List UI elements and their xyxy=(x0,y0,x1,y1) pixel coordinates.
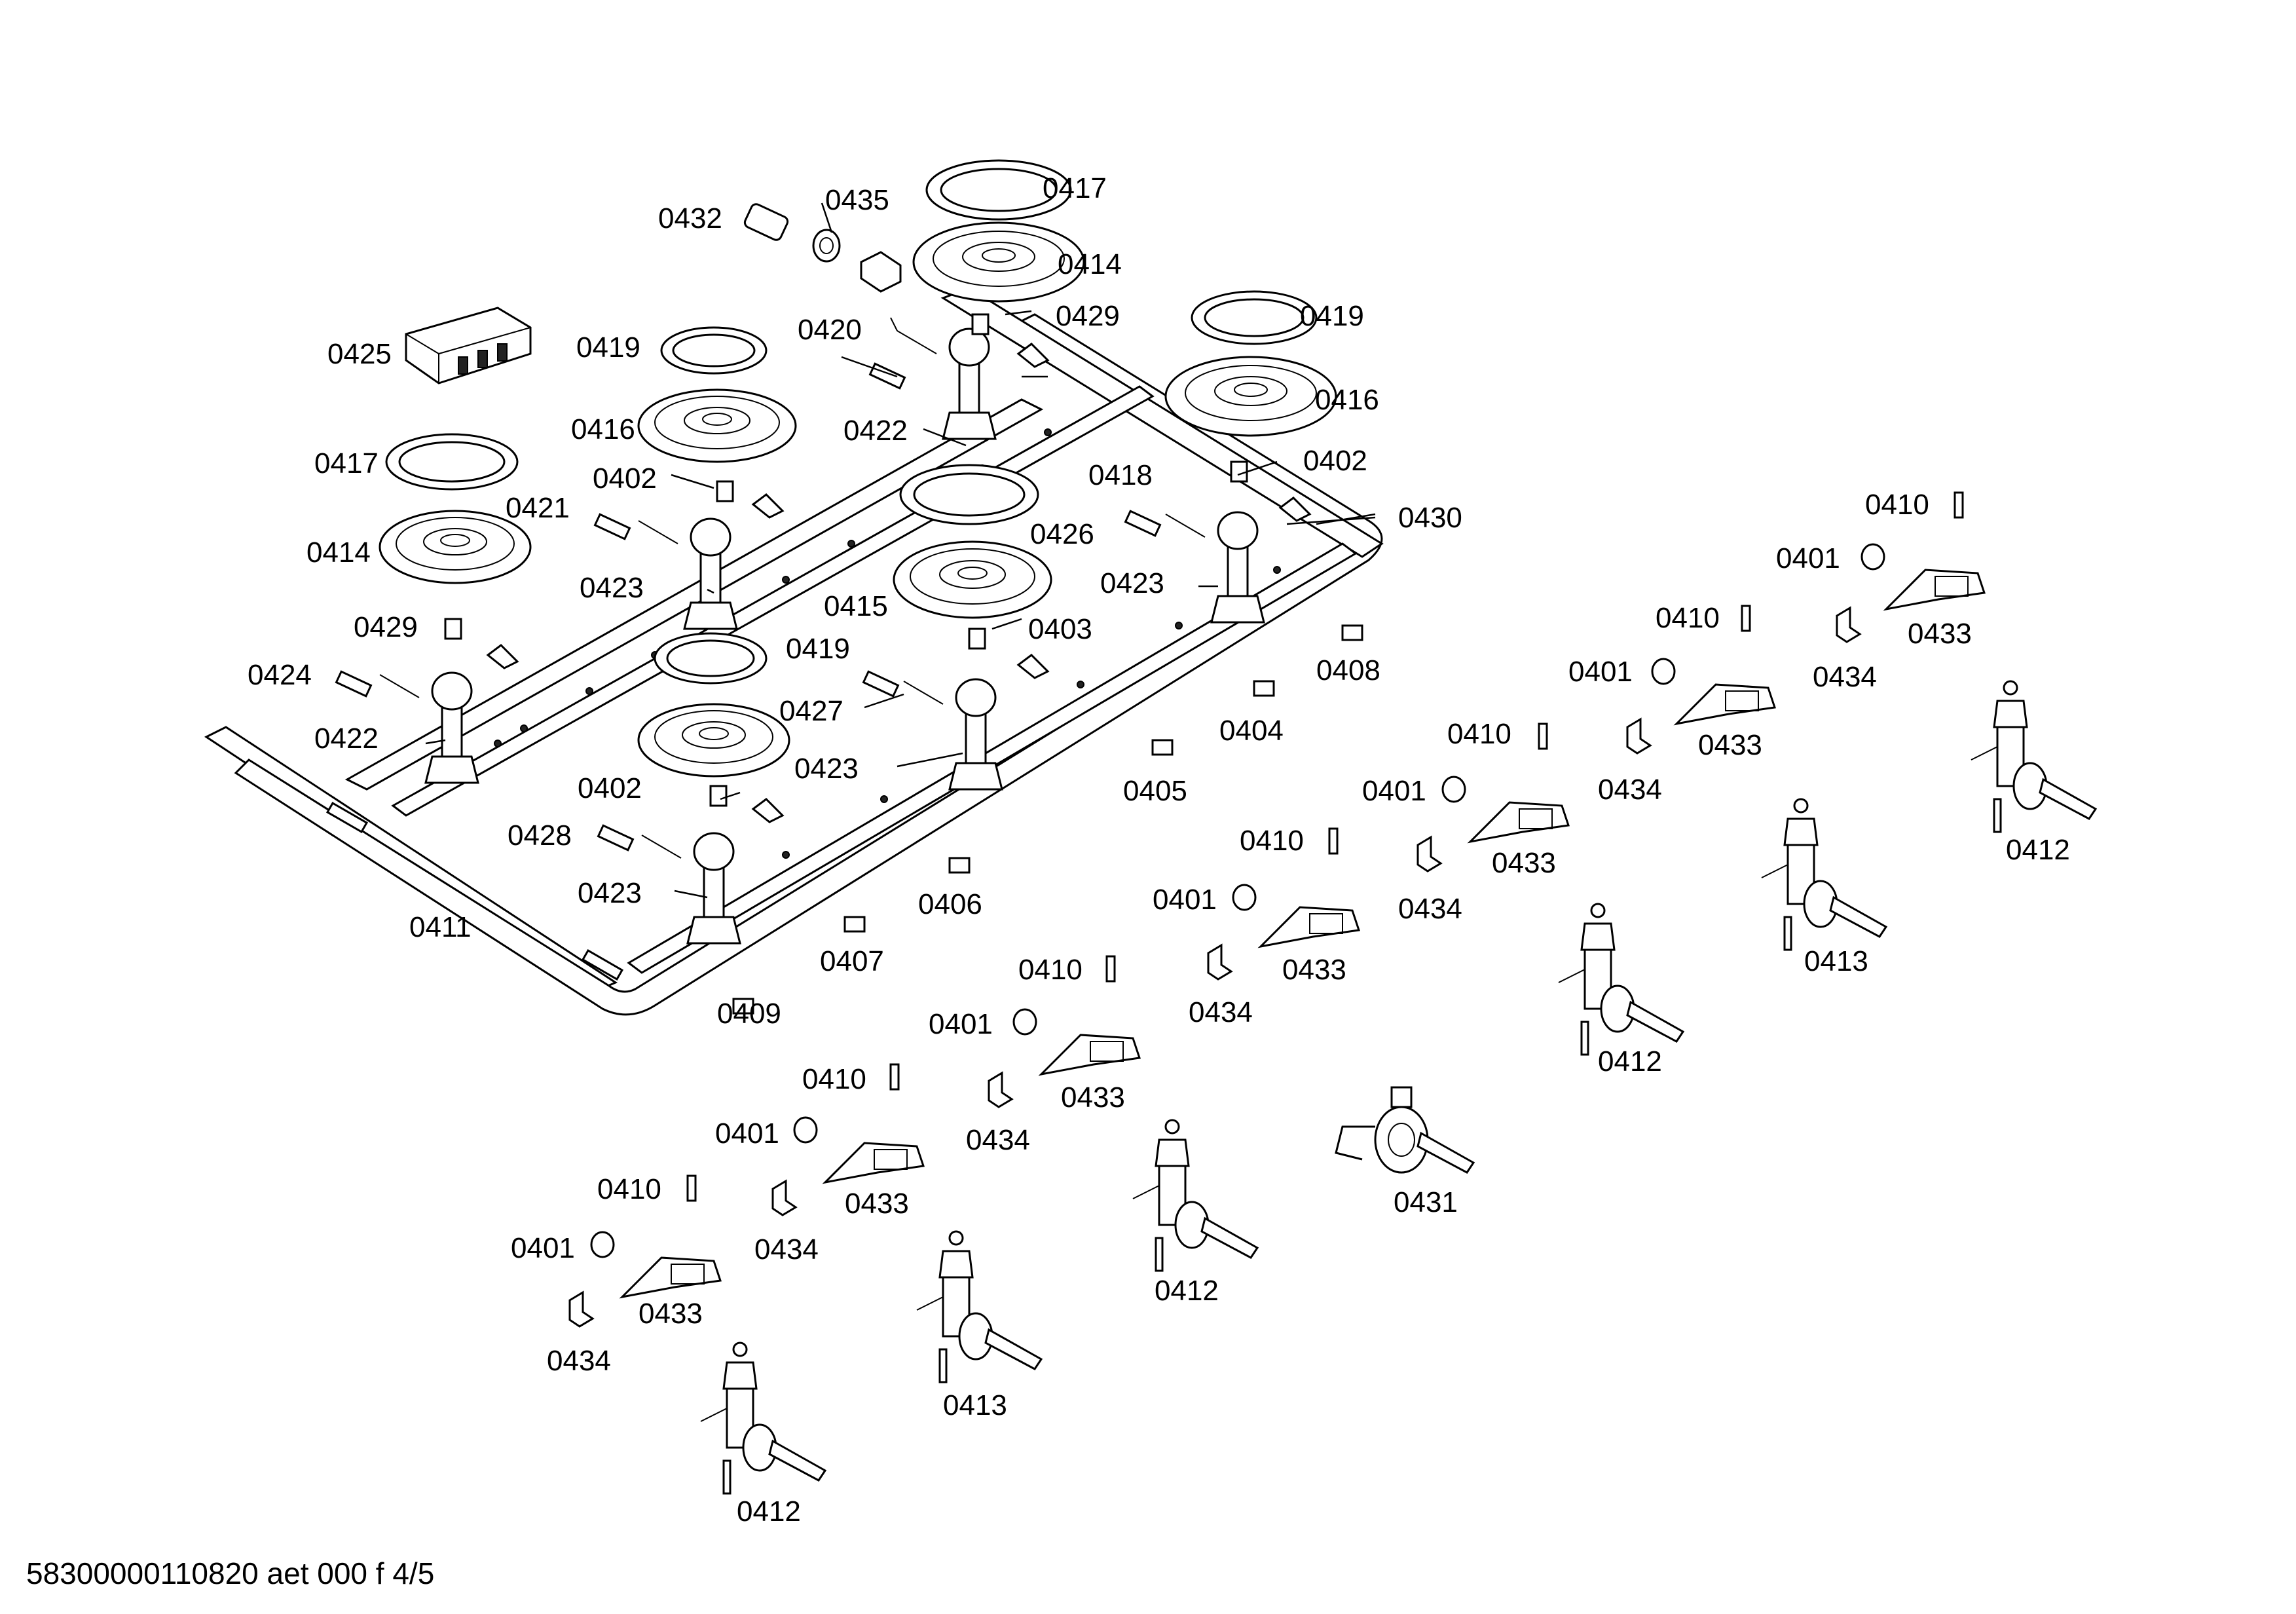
part-label: 0429 xyxy=(354,611,418,643)
part-label: 0410 xyxy=(1447,718,1511,750)
part-label: 0431 xyxy=(1394,1186,1458,1218)
part-label: 0401 xyxy=(1776,542,1840,574)
part-label: 0422 xyxy=(314,723,379,755)
part-label: 0413 xyxy=(943,1389,1007,1421)
part-label: 0433 xyxy=(1908,618,1972,650)
part-label: 0401 xyxy=(929,1008,993,1040)
part-label: 0423 xyxy=(794,753,859,785)
part-label: 0404 xyxy=(1219,715,1284,747)
part-label: 0410 xyxy=(802,1063,866,1095)
brackets xyxy=(619,569,1986,1299)
part-label: 0413 xyxy=(1804,945,1868,977)
part-label: 0425 xyxy=(327,338,392,370)
part-label: 0412 xyxy=(1598,1045,1662,1078)
part-label: 0429 xyxy=(1056,300,1120,332)
part-label: 0434 xyxy=(754,1233,819,1266)
part-label: 0422 xyxy=(843,415,908,447)
part-label: 0434 xyxy=(1189,996,1253,1028)
part-label: 0426 xyxy=(1030,518,1094,550)
part-label: 0417 xyxy=(1043,172,1107,204)
part-label: 0410 xyxy=(1656,602,1720,634)
part-label: 0433 xyxy=(1061,1081,1125,1114)
part-label: 0403 xyxy=(1028,613,1092,645)
part-label: 0420 xyxy=(798,314,862,346)
frame-clips xyxy=(325,624,1363,1015)
part-label: 0412 xyxy=(737,1495,801,1528)
part-label: 0434 xyxy=(1598,774,1662,806)
part-label: 0417 xyxy=(314,447,379,479)
part-label: 0411 xyxy=(409,911,472,943)
part-label: 0401 xyxy=(715,1117,779,1150)
part-label: 0418 xyxy=(1088,459,1153,491)
screws xyxy=(686,491,1964,1202)
part-label: 0401 xyxy=(511,1232,575,1264)
part-label: 0419 xyxy=(1300,300,1364,332)
gas-valves xyxy=(700,680,2098,1495)
part-label: 0414 xyxy=(1058,248,1122,280)
part-label: 0410 xyxy=(1018,954,1083,986)
part-label: 0419 xyxy=(786,633,850,665)
part-label: 0433 xyxy=(1698,729,1762,761)
part-label: 0412 xyxy=(1155,1275,1219,1307)
part-label: 0423 xyxy=(1100,567,1164,599)
burner-bodies xyxy=(335,313,1265,945)
part-label: 0432 xyxy=(658,202,722,235)
part-label: 0424 xyxy=(248,659,312,691)
part-label: 0416 xyxy=(571,413,635,445)
part-label: 0402 xyxy=(1303,445,1367,477)
part-label: 0402 xyxy=(578,772,642,804)
valve-assemblies xyxy=(568,491,2098,1495)
part-label: 0415 xyxy=(824,590,888,622)
part-label: 0434 xyxy=(547,1345,611,1377)
part-label: 0401 xyxy=(1568,656,1633,688)
part-label: 0421 xyxy=(506,492,570,524)
part-label: 0433 xyxy=(1492,847,1556,879)
part-label: 0433 xyxy=(845,1188,909,1220)
part-label: 0427 xyxy=(779,695,843,727)
part-label: 0434 xyxy=(1398,893,1462,925)
part-label: 0410 xyxy=(1240,825,1304,857)
part-label: 0419 xyxy=(576,331,640,364)
part-label: 0401 xyxy=(1362,775,1426,807)
small-clips xyxy=(486,343,1312,823)
part-label: 0428 xyxy=(508,819,572,852)
burner-caps-and-rings xyxy=(379,159,1337,778)
part-label: 0406 xyxy=(918,888,982,920)
part-label: 0402 xyxy=(593,462,657,495)
part-label: 0401 xyxy=(1153,884,1217,916)
part-label: 0434 xyxy=(966,1124,1030,1156)
part-label: 0430 xyxy=(1398,502,1462,534)
part-label: 0408 xyxy=(1316,654,1380,686)
injectors xyxy=(444,313,1248,807)
valve-clips xyxy=(568,606,1862,1328)
gas-inlet-fittings xyxy=(743,203,902,293)
part-label: 0412 xyxy=(2006,834,2070,866)
washers xyxy=(590,543,1885,1258)
part-label: 0433 xyxy=(639,1298,703,1330)
leader-lines xyxy=(425,202,1376,899)
connector-block xyxy=(405,307,532,385)
part-label: 0423 xyxy=(578,877,642,909)
part-label: 0410 xyxy=(1865,489,1929,521)
document-id-footer: 58300000110820 aet 000 f 4/5 xyxy=(26,1556,434,1590)
part-label: 0434 xyxy=(1813,661,1877,693)
part-label: 0435 xyxy=(825,184,889,216)
part-label: 0414 xyxy=(306,536,371,569)
part-label: 0416 xyxy=(1315,384,1379,416)
part-label: 0423 xyxy=(580,572,644,604)
part-label: 0407 xyxy=(820,945,884,977)
part-labels: 0432 0435 0417 0414 0429 0419 0425 0419 … xyxy=(248,172,2070,1528)
part-label: 0405 xyxy=(1123,775,1187,807)
part-label: 0433 xyxy=(1282,954,1346,986)
part-label: 0410 xyxy=(597,1173,661,1205)
part-label: 0409 xyxy=(717,998,781,1030)
